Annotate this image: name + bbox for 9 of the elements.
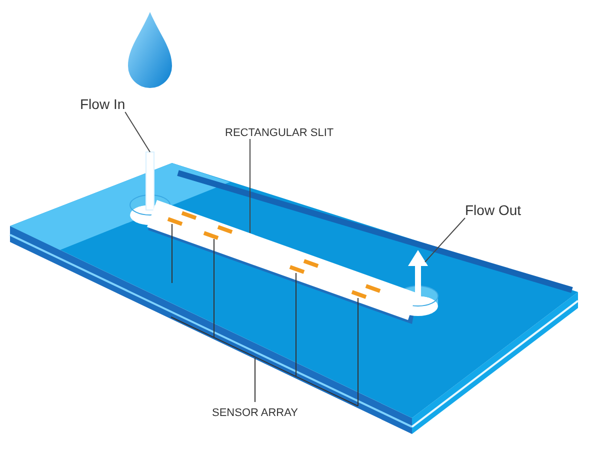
leader-line — [424, 218, 466, 262]
callout-label: Flow Out — [465, 202, 522, 218]
callout-label: Flow In — [80, 96, 126, 112]
callout-label: RECTANGULAR SLIT — [225, 127, 334, 139]
rectangular-slit — [147, 200, 417, 320]
inlet-stream — [146, 152, 154, 210]
callout-label: SENSOR ARRAY — [212, 407, 298, 419]
outflow-arrow — [408, 250, 428, 298]
leader-line — [124, 112, 150, 152]
